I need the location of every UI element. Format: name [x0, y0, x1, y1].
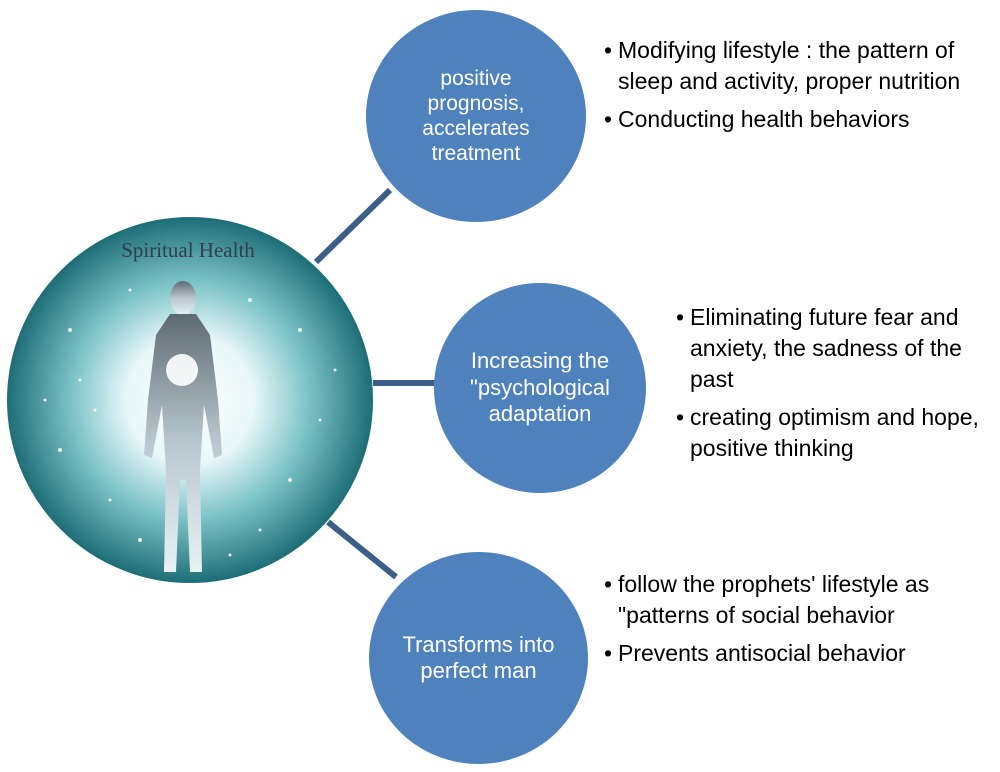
branch-label: Increasing the "psychological adaptation: [470, 348, 610, 427]
branch-label: Transforms into perfect man: [399, 632, 559, 685]
connector-line-top: [316, 190, 390, 262]
branch-node-prognosis: positive prognosis, accelerates treatmen…: [366, 10, 586, 222]
bullet-item: follow the prophets' lifestyle as "patte…: [604, 569, 944, 631]
bullet-item: Modifying lifestyle : the pattern of sle…: [604, 35, 984, 97]
bullet-item: Conducting health behaviors: [604, 104, 984, 135]
bullet-list-prognosis: Modifying lifestyle : the pattern of sle…: [604, 35, 984, 142]
connector-line-bottom: [328, 522, 396, 577]
bullet-item: creating optimism and hope, positive thi…: [676, 402, 998, 464]
spiritual-health-image: [8, 218, 372, 582]
bullet-item: Eliminating future fear and anxiety, the…: [676, 302, 998, 395]
center-title: Spiritual Health: [118, 238, 258, 263]
branch-label: positive prognosis, accelerates treatmen…: [401, 66, 551, 167]
branch-node-adaptation: Increasing the "psychological adaptation: [434, 283, 646, 493]
bullet-list-transforms: follow the prophets' lifestyle as "patte…: [604, 569, 944, 676]
branch-node-transforms: Transforms into perfect man: [369, 552, 588, 764]
bullet-item: Prevents antisocial behavior: [604, 638, 944, 669]
bullet-list-adaptation: Eliminating future fear and anxiety, the…: [676, 302, 998, 471]
